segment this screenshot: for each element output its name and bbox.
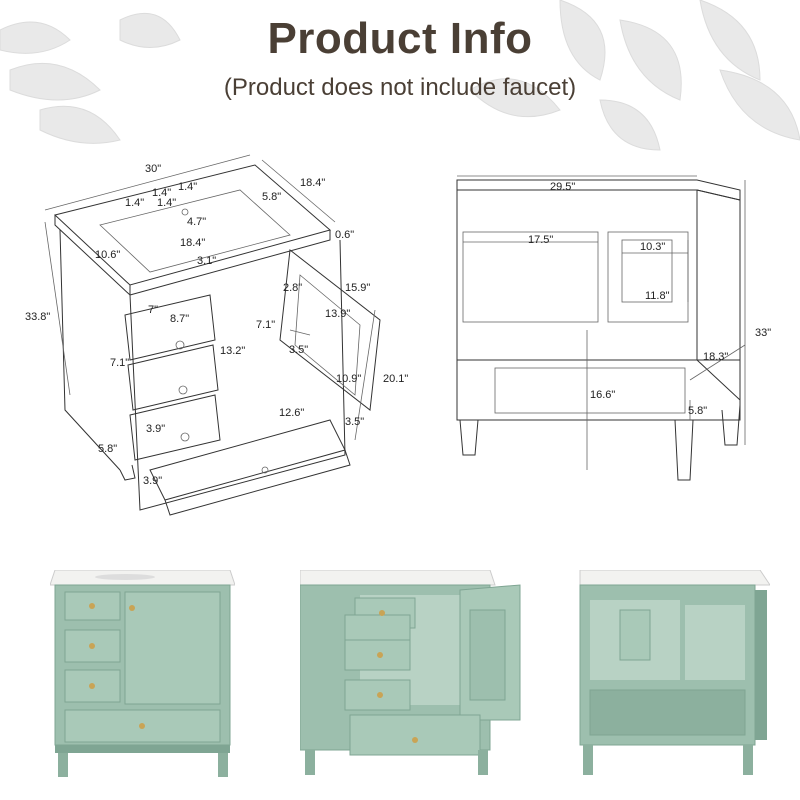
dim-bottom-width: 12.6" <box>279 407 304 419</box>
dim-bottom-drawer: 3.9" <box>143 475 162 487</box>
dim-leg-height: 5.8" <box>98 443 117 455</box>
page-title: Product Info <box>267 14 533 63</box>
dim-left-edge: 10.6" <box>95 249 120 261</box>
front-open-photo <box>300 570 521 775</box>
dim-door-shelf: 2.8" <box>283 282 302 294</box>
dim-door-height: 15.9" <box>345 282 370 294</box>
dim-bottom-right: 3.5" <box>345 416 364 428</box>
dim-back-leg-height: 5.8" <box>688 405 707 417</box>
dim-basin-front: 3.1" <box>197 255 216 267</box>
dim-door-inner: 13.9" <box>325 308 350 320</box>
dim-sink-depth: 4.7" <box>187 216 206 228</box>
dim-back-inner-width: 17.5" <box>528 234 553 246</box>
dim-door-lower: 10.9" <box>336 373 361 385</box>
dim-hole-b: 1.4" <box>178 181 197 193</box>
dim-hole-d: 1.4" <box>157 197 176 209</box>
dim-height: 33.8" <box>25 311 50 323</box>
leaf-decoration <box>0 0 800 151</box>
dim-hole-c: 1.4" <box>125 197 144 209</box>
dim-back-height: 33" <box>755 327 771 339</box>
dim-drawer-inner: 8.7" <box>170 313 189 325</box>
dim-drawer-width: 7" <box>148 304 158 316</box>
dim-side-height: 20.1" <box>383 373 408 385</box>
back-photo <box>579 570 770 775</box>
dim-drawer-front: 3.9" <box>146 423 165 435</box>
dim-back-small-width: 10.3" <box>640 241 665 253</box>
dim-drawer-height: 7.1" <box>110 357 129 369</box>
dim-basin-width: 18.4" <box>180 237 205 249</box>
dim-back-top-width: 29.5" <box>550 181 575 193</box>
dim-back-lower-height: 16.6" <box>590 389 615 401</box>
dim-top-right-offset: 5.8" <box>262 191 281 203</box>
dim-hole-a: 1.4" <box>152 187 171 199</box>
front-closed-photo <box>50 570 235 777</box>
dim-depth: 18.4" <box>300 177 325 189</box>
dim-door-left: 7.1" <box>256 319 275 331</box>
page-subtitle: (Product does not include faucet) <box>223 74 577 101</box>
dim-door-small: 3.5" <box>289 344 308 356</box>
dim-back-depth: 18.3" <box>703 351 728 363</box>
dim-width: 30" <box>145 163 161 175</box>
dim-back-small-height: 11.8" <box>645 290 670 302</box>
dim-cavity-height: 13.2" <box>220 345 245 357</box>
dim-top-thickness: 0.6" <box>335 229 354 241</box>
